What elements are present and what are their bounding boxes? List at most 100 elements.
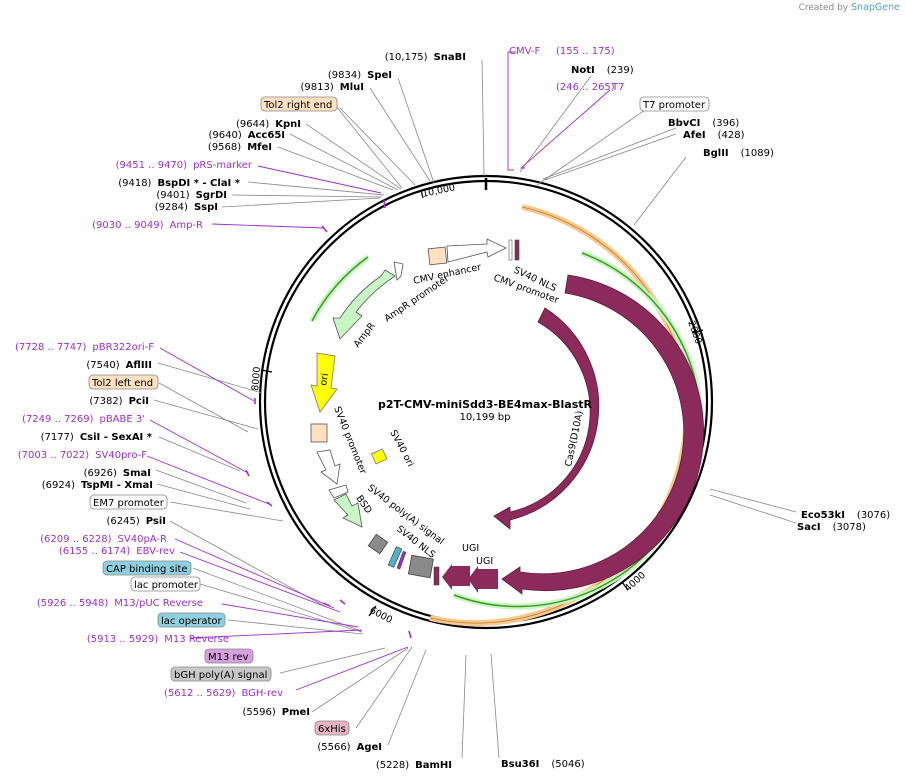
site-tspmi-xmai: (6924)TspMI - XmaI xyxy=(42,480,153,491)
backbone-outer xyxy=(258,174,714,630)
primer-cmv-f: CMV-F xyxy=(509,46,540,57)
sv40-nls-top-mark xyxy=(514,239,520,261)
his-tag-box xyxy=(314,720,350,736)
bsd-arrow xyxy=(333,493,363,528)
ori-arrow xyxy=(310,352,338,413)
m13-rev-box xyxy=(204,648,254,664)
t7-promoter-label: T7 promoter xyxy=(642,100,706,111)
ugi-label-1: UGI xyxy=(476,556,493,567)
primer-t7-pos: (246 .. 265) xyxy=(556,82,615,93)
small-element-1 xyxy=(508,239,513,261)
site-acc65i: (9640)Acc65I xyxy=(209,130,286,141)
primer-m13-reverse: (5913 .. 5929)M13 Reverse xyxy=(87,634,229,645)
tick-2000 xyxy=(691,329,704,334)
primer-t7: T7 xyxy=(611,82,624,93)
plasmid-name: p2T-CMV-miniSdd3-BE4max-BlastR xyxy=(378,398,592,411)
t7-promoter-box xyxy=(639,96,710,112)
site-bbvci: BbvCI(396) xyxy=(668,118,739,129)
cas9-label: Cas9 xyxy=(643,414,657,440)
bgh-polya-box xyxy=(170,666,272,682)
site-kpni: (9644)KpnI xyxy=(236,119,301,130)
m13-rev-label: M13 rev xyxy=(208,652,249,663)
snapgene-logo-text: SnapGene xyxy=(851,2,900,13)
sv40-ori-label: SV40 ori xyxy=(387,428,415,468)
leader-lines xyxy=(153,59,797,759)
site-spei: (9834)SpeI xyxy=(328,70,392,81)
tick-10000 xyxy=(420,189,424,199)
cap-binding-label: CAP binding site xyxy=(106,564,188,575)
primer-ebv-rev: (6155 .. 6174)EBV-rev xyxy=(59,546,175,557)
primer-cmv-f-pos: (155 .. 175) xyxy=(556,46,615,57)
primer-sv40pa-r: (6209 .. 6228)SV40pA-R xyxy=(40,534,167,545)
ampr-arrow xyxy=(332,269,396,340)
ugi-arrow-1 xyxy=(468,566,498,593)
em7-promoter-label: EM7 promoter xyxy=(93,498,165,509)
em7-arrow xyxy=(328,484,349,499)
plasmid-size: 10,199 bp xyxy=(460,412,511,423)
tick-8000 xyxy=(260,369,273,373)
small-element-2 xyxy=(396,550,407,570)
site-eco53ki: Eco53kI(3076) xyxy=(801,510,890,521)
sv40-promoter-mark xyxy=(310,423,328,443)
ugi-label-2: UGI xyxy=(462,543,479,554)
primer-leader-lines xyxy=(146,51,611,691)
credit-text: Created by xyxy=(798,3,849,13)
tick-6000 xyxy=(368,605,377,617)
site-mlui: (9813)MluI xyxy=(301,82,364,93)
cmv-enhancer-mark xyxy=(427,246,448,266)
site-psii: (6245)PsiI xyxy=(106,516,166,527)
ampr-green-band xyxy=(309,254,370,323)
site-csii-sexai: (7177)CsiI - SexAI * xyxy=(41,432,153,443)
site-bspdi-clai: (9418)BspDI * - ClaI * xyxy=(118,178,241,189)
tick-label-8000: 8000 xyxy=(250,366,263,391)
sv40-ori-mark xyxy=(370,448,388,465)
site-afei: AfeI(428) xyxy=(683,130,745,141)
primer-m13-puc-reverse: (5926 .. 5948)M13/pUC Reverse xyxy=(37,598,203,609)
tick-label-6000: 6000 xyxy=(368,605,395,626)
primer-amp-r: (9030 .. 9049)Amp-R xyxy=(92,220,203,231)
site-bsu36i: Bsu36I(5046) xyxy=(501,759,585,770)
site-snabi: (10,175)SnaBI xyxy=(385,52,466,63)
primer-bgh-rev: (5612 .. 5629)BGH-rev xyxy=(164,688,283,699)
ampr-green-line xyxy=(311,256,369,322)
sv40-nls-bottom-mark xyxy=(433,566,440,586)
tol2-left-label: Tol2 left end xyxy=(91,378,153,389)
tol2-right-box xyxy=(260,96,338,112)
bgh-polya-mark xyxy=(407,554,434,579)
lac-promoter-box xyxy=(130,576,201,592)
site-sspi: (9284)SspI xyxy=(155,202,218,213)
lac-promoter-label: lac promoter xyxy=(134,580,199,591)
tol2-right-label: Tol2 right end xyxy=(263,100,332,111)
ampr-promoter-arrow xyxy=(393,261,404,281)
site-pcii: (7382)PciI xyxy=(89,396,149,407)
primer-marks xyxy=(245,199,412,639)
tick-4000 xyxy=(621,581,629,591)
primer-sv40pro-f: (7003 .. 7022)SV40pro-F xyxy=(18,450,147,461)
site-mfei: (9568)MfeI xyxy=(208,142,272,153)
site-bamhi: (5228)BamHI xyxy=(376,760,452,771)
primer-pbabe-3: (7249 .. 7269)pBABE 3' xyxy=(22,414,145,425)
ugi-arrow-2 xyxy=(442,564,470,590)
lac-operator-label: lac operator xyxy=(161,616,222,627)
sv40-promoter-arrow xyxy=(316,449,341,485)
ori-label: ori xyxy=(318,372,331,386)
snapgene-credit: Created by SnapGene xyxy=(799,2,900,13)
cas9-arrow xyxy=(501,274,705,595)
cas9-d10a-arrow xyxy=(493,307,600,530)
tol2-left-box xyxy=(88,374,159,390)
site-noti: NotI(239) xyxy=(571,65,634,76)
site-sgrdi: (9401)SgrDI xyxy=(156,190,227,201)
bgh-polya-label: bGH poly(A) signal xyxy=(174,670,267,681)
sv40-polya-mark xyxy=(367,533,389,555)
cap-binding-box xyxy=(102,560,192,576)
primer-pbr322ori-f: (7728 .. 7747)pBR322ori-F xyxy=(15,342,154,353)
em7-promoter-box xyxy=(89,494,168,510)
lac-operator-box xyxy=(157,612,226,628)
site-afliii: (7540)AflIII xyxy=(86,360,152,371)
site-pmei: (5596)PmeI xyxy=(242,707,310,718)
primer-prs-marker: (9451 .. 9470)pRS-marker xyxy=(116,160,253,171)
site-smai: (6926)SmaI xyxy=(84,468,151,479)
cmv-promoter-arrow xyxy=(446,238,507,263)
cap-site-mark xyxy=(387,546,403,568)
site-bglii: BglII(1089) xyxy=(703,148,774,159)
